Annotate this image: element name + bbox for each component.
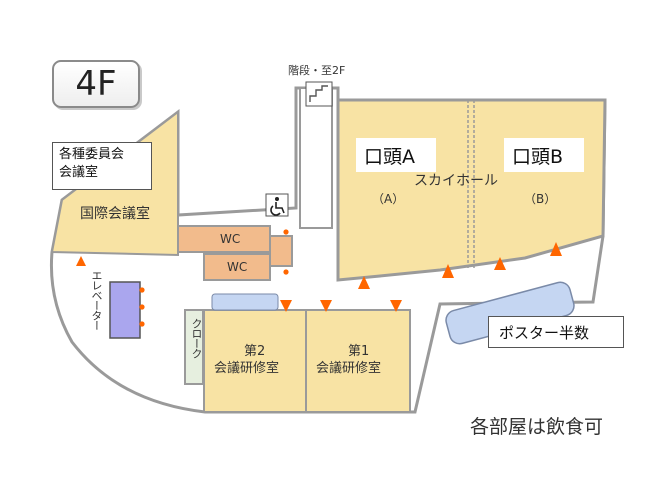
kenshu-2-room[interactable] — [203, 309, 307, 413]
iinkai-callout-line1: 各種委員会 — [59, 147, 125, 162]
stairs-icon — [305, 81, 333, 107]
sky-hall-label: スカイホール — [414, 173, 498, 189]
wc-lower-label: WC — [227, 260, 248, 274]
oral-b-callout[interactable]: 口頭B — [504, 138, 584, 172]
kenshu-2-line2: 会議研修室 — [214, 361, 280, 376]
sky-hall-a-label: （A） — [372, 192, 405, 206]
entrance-markers — [76, 229, 562, 327]
kokusai-room-label: 国際会議室 — [80, 206, 150, 222]
kenshu-2-line1: 第2 — [244, 344, 266, 359]
eating-note: 各部屋は飲食可 — [470, 416, 604, 438]
wc-lower[interactable] — [203, 253, 271, 281]
stairs-shaft — [299, 87, 333, 229]
iinkai-callout[interactable]: 各種委員会 会議室 — [52, 142, 152, 190]
elevator-label: エレベーター — [90, 270, 103, 330]
cloak-label: クローク — [190, 318, 203, 358]
sky-hall-b-label: （B） — [524, 192, 557, 206]
poster-callout[interactable]: ポスター半数 — [488, 316, 624, 348]
elevator-shaft[interactable] — [109, 281, 141, 339]
iinkai-callout-line2: 会議室 — [59, 165, 99, 180]
kenshu-1-line1: 第1 — [348, 344, 370, 359]
stairs-label: 階段・至2F — [288, 64, 346, 77]
wc-upper-label: WC — [220, 232, 241, 246]
kenshu-1-line2: 会議研修室 — [316, 361, 382, 376]
kenshu-1-room[interactable] — [305, 309, 411, 413]
wc-accessible[interactable] — [269, 235, 293, 267]
oral-a-callout[interactable]: 口頭A — [356, 138, 436, 172]
floor-badge: 4F — [52, 60, 140, 108]
wc-upper[interactable] — [177, 225, 271, 253]
display-panel — [211, 293, 279, 311]
